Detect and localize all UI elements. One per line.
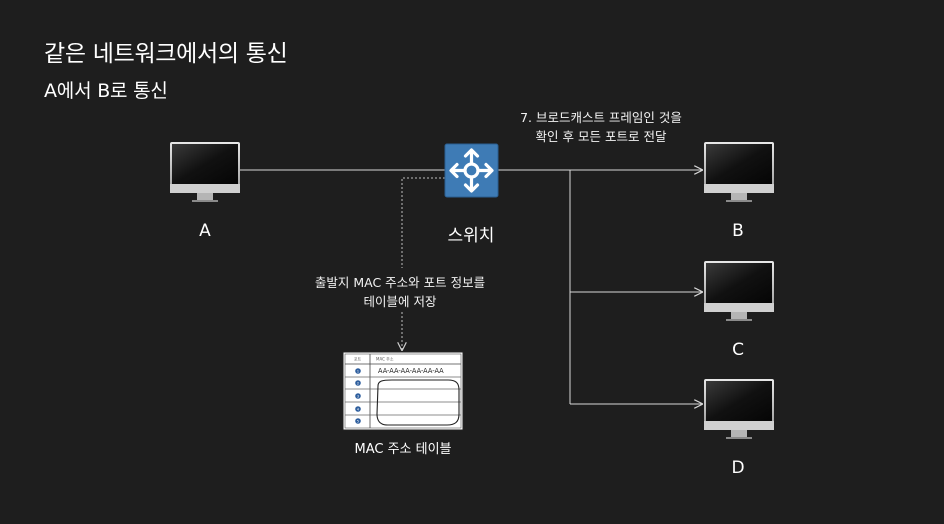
node-label-c: C xyxy=(732,340,744,360)
mac-table-row-1-mac: AA-AA-AA-AA-AA-AA xyxy=(378,367,444,375)
broadcast-note-line-1: 7. 브로드캐스트 프레임인 것을 xyxy=(520,110,682,125)
mac-table-header-port: 포트 xyxy=(354,357,362,362)
page-title: 같은 네트워크에서의 통신 xyxy=(44,41,288,67)
mac-table-graphic xyxy=(342,351,464,431)
computer-b-monitor-icon xyxy=(704,142,774,202)
node-label-d: D xyxy=(731,458,745,478)
computer-d-monitor-icon xyxy=(704,379,774,439)
computer-c-monitor-icon xyxy=(704,261,774,321)
mac-table-row-1-port: 1 xyxy=(357,370,359,374)
store-note-line-1: 출발지 MAC 주소와 포트 정보를 xyxy=(314,275,486,290)
computer-a-monitor-icon xyxy=(170,142,240,202)
mac-table-row-3-port: 3 xyxy=(357,395,359,399)
mac-table-row-4-port: 4 xyxy=(357,408,359,412)
broadcast-note: 7. 브로드캐스트 프레임인 것을 확인 후 모든 포트로 전달 xyxy=(496,108,706,146)
page-subtitle: A에서 B로 통신 xyxy=(44,80,168,102)
mac-table-header-mac: MAC 주소 xyxy=(376,357,394,362)
store-note-line-2: 테이블에 저장 xyxy=(363,294,437,309)
broadcast-note-line-2: 확인 후 모든 포트로 전달 xyxy=(535,129,667,144)
mac-table-caption: MAC 주소 테이블 xyxy=(354,442,452,457)
switch-arrows-icon xyxy=(444,143,499,198)
node-label-a: A xyxy=(199,221,211,241)
mac-table-row-2-port: 2 xyxy=(357,382,359,386)
mac-table-row-5-port: 5 xyxy=(357,420,359,424)
node-label-switch: 스위치 xyxy=(447,226,495,246)
node-label-b: B xyxy=(732,221,744,241)
store-note: 출발지 MAC 주소와 포트 정보를 테이블에 저장 xyxy=(295,273,505,311)
